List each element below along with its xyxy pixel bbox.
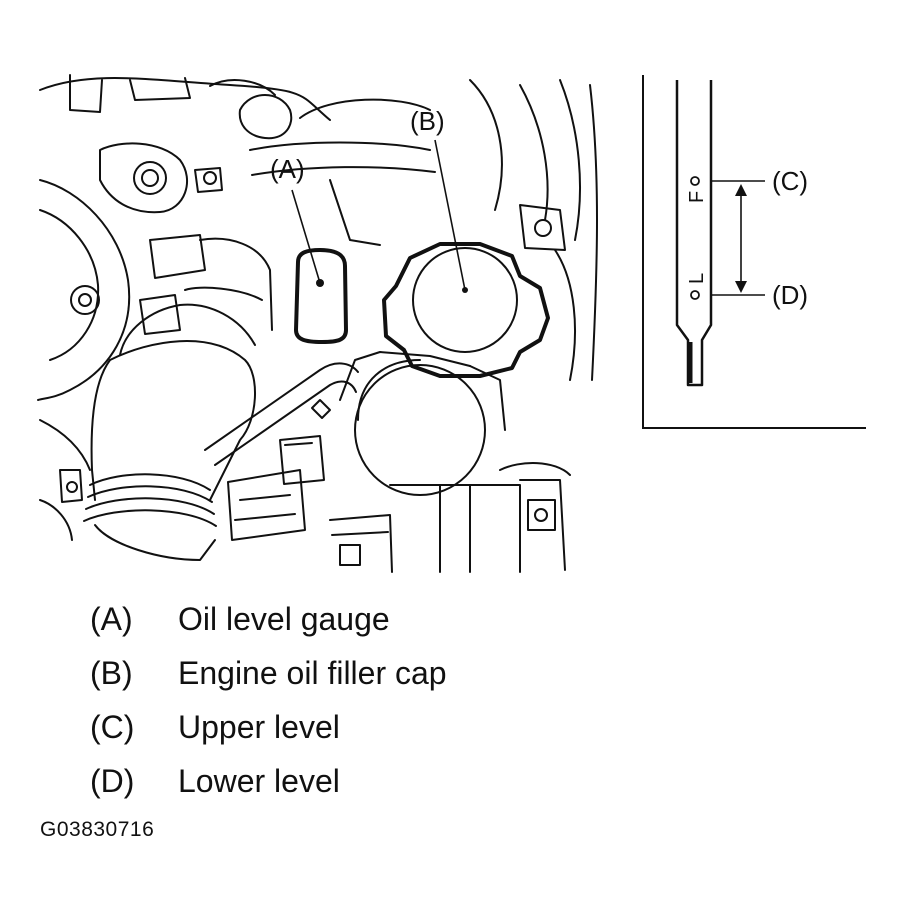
legend-key: (A) <box>90 601 133 637</box>
legend-text: Upper level <box>178 709 340 745</box>
legend-text: Lower level <box>178 763 340 799</box>
legend-key: (C) <box>90 709 135 745</box>
legend-text: Engine oil filler cap <box>178 655 447 691</box>
engine-oil-filler-cap <box>382 242 550 378</box>
dipstick-inset: F L (C) (D) <box>642 75 866 429</box>
callout-d: (D) <box>772 280 808 310</box>
legend-text: Oil level gauge <box>178 601 390 637</box>
dipstick-mark-l: L <box>686 273 708 284</box>
lower-mark-dot <box>690 290 700 300</box>
leader-line-a <box>291 189 321 284</box>
oil-level-gauge-handle <box>294 248 348 344</box>
figure-id: G03830716 <box>40 818 155 841</box>
inset-frame <box>642 75 866 429</box>
leader-line-b <box>434 139 466 291</box>
upper-mark-dot <box>690 176 700 186</box>
legend-key: (B) <box>90 655 133 691</box>
callout-a: (A) <box>270 154 305 184</box>
dipstick-mark-f: F <box>686 191 708 203</box>
arrowhead-up <box>735 184 747 196</box>
legend-key: (D) <box>90 763 135 799</box>
dipstick-blade <box>675 80 713 387</box>
engine-compartment-illustration <box>37 74 598 573</box>
arrowhead-down <box>735 281 747 293</box>
callout-b: (B) <box>410 106 445 136</box>
callout-c: (C) <box>772 166 808 196</box>
